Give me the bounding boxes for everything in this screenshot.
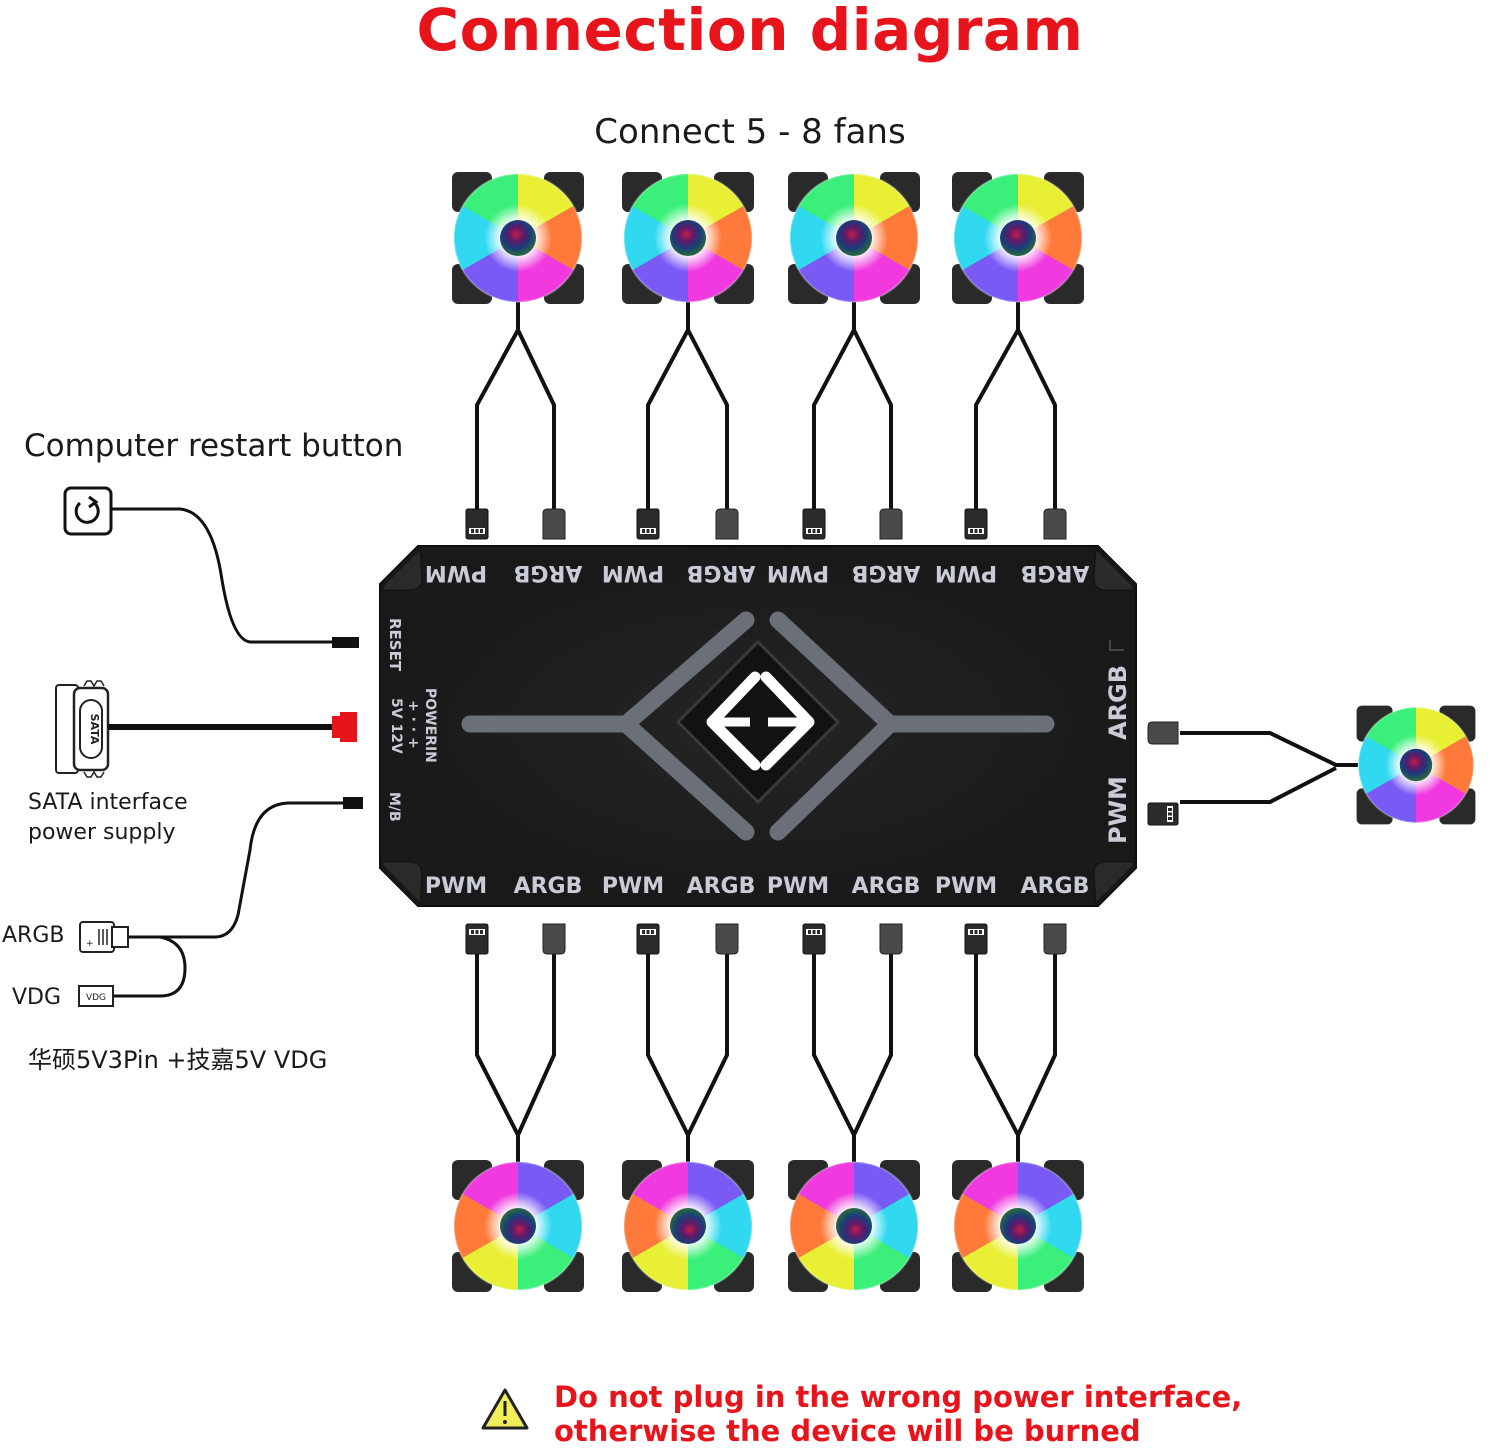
bottom-argb-plug-1 <box>542 923 566 955</box>
top-pwm-plug-3 <box>802 508 826 540</box>
vdg-plug-icon: VDG <box>78 985 114 1007</box>
page-title: Connection diagram <box>416 0 1084 64</box>
right-pwm-cable <box>1180 766 1337 804</box>
fan-count-subtitle: Connect 5 - 8 fans <box>594 112 906 152</box>
fan-hub-controller: RESET POWERIN + · · + 5V 12V M/B ARGB PW… <box>379 545 1137 907</box>
bottom-fan-3-pwm-cable <box>812 952 856 1165</box>
top-pwm-plug-4 <box>964 508 988 540</box>
bottom-port-label-1: PWM <box>425 874 487 899</box>
bottom-argb-plug-4 <box>1043 923 1067 955</box>
motherboard-note: 华硕5V3Pin +技嘉5V VDG <box>28 1046 328 1074</box>
top-fan-1-pwm-cable <box>475 300 520 510</box>
top-fan-4-pwm-cable <box>974 300 1020 510</box>
right-pwm-plug <box>1147 802 1179 826</box>
top-fan-3-argb-cable <box>852 329 893 510</box>
warning-icon <box>481 1388 529 1430</box>
bottom-fan-4-pwm-cable <box>974 952 1020 1165</box>
sata-connector <box>332 712 357 742</box>
right-fan-group <box>1147 704 1477 826</box>
right-pwm-port-label: PWM <box>1104 776 1132 844</box>
warning-line-1: Do not plug in the wrong power interface… <box>554 1380 1243 1414</box>
bottom-fan-1-pwm-cable <box>475 952 520 1165</box>
bottom-fan-3-argb-cable <box>852 952 893 1136</box>
mb-port-label: M/B <box>386 792 402 822</box>
top-port-label-1: PWM <box>425 560 487 585</box>
reset-port-label: RESET <box>386 618 404 672</box>
bottom-argb-plug-2 <box>715 923 739 955</box>
fan-bottom-3 <box>787 1159 921 1293</box>
argb-header-label: ARGB <box>2 923 65 948</box>
top-fan-3-pwm-cable <box>812 300 856 510</box>
argb-plug-icon: + <box>79 921 129 953</box>
bottom-fan-4-argb-cable <box>1016 952 1057 1136</box>
bottom-pwm-plug-2 <box>636 923 660 955</box>
fan-top-2 <box>621 171 755 305</box>
bottom-port-label-7: PWM <box>935 874 997 899</box>
powerin-port-label: POWERIN <box>422 688 438 763</box>
bottom-port-label-4: ARGB <box>687 874 756 899</box>
bottom-fan-2-argb-cable <box>686 952 729 1136</box>
mb-cable <box>126 801 345 939</box>
bottom-port-label-2: ARGB <box>514 874 583 899</box>
top-fan-1-argb-cable <box>516 329 556 510</box>
vdg-header-label: VDG <box>12 985 62 1010</box>
right-argb-port-label: ARGB <box>1104 665 1132 740</box>
reset-connector <box>332 637 359 648</box>
top-pwm-plug-1 <box>465 508 489 540</box>
bottom-port-label-6: ARGB <box>852 874 921 899</box>
reset-cable <box>111 507 340 644</box>
fan-bottom-1 <box>451 1159 585 1293</box>
bottom-port-label-5: PWM <box>767 874 829 899</box>
sata-cable <box>108 724 334 730</box>
fan-top-3 <box>787 171 921 305</box>
fan-top-1 <box>451 171 585 305</box>
vdg-plug-text: VDG <box>86 993 106 1003</box>
fan-right <box>1355 704 1477 826</box>
fan-bottom-2 <box>621 1159 755 1293</box>
restart-button-label: Computer restart button <box>24 428 404 464</box>
top-argb-plug-4 <box>1043 508 1067 540</box>
bottom-fan-2-pwm-cable <box>646 952 690 1165</box>
top-argb-plug-1 <box>542 508 566 540</box>
sata-label-line1: SATA interface <box>28 790 188 815</box>
top-port-label-3: PWM <box>602 560 664 585</box>
top-argb-plug-2 <box>715 508 739 540</box>
bottom-pwm-plug-1 <box>465 923 489 955</box>
right-argb-cable <box>1180 731 1358 767</box>
top-port-label-6: ARGB <box>852 560 921 585</box>
top-fan-4-argb-cable <box>1016 329 1057 510</box>
hub-logo-icon <box>675 639 841 805</box>
fan-bottom-4 <box>951 1159 1085 1293</box>
top-argb-plug-3 <box>879 508 903 540</box>
warning-message: Do not plug in the wrong power interface… <box>554 1380 1242 1448</box>
sata-label-line2: power supply <box>28 820 176 845</box>
right-argb-plug <box>1147 721 1179 745</box>
bottom-argb-plug-3 <box>879 923 903 955</box>
bottom-port-label-8: ARGB <box>1021 874 1090 899</box>
bottom-port-label-3: PWM <box>602 874 664 899</box>
top-fan-2-argb-cable <box>686 329 729 510</box>
bottom-fan-1-argb-cable <box>516 952 556 1136</box>
top-port-label-7: PWM <box>935 560 997 585</box>
svg-text:+: + <box>86 939 94 949</box>
warning-line-2: otherwise the device will be burned <box>554 1414 1141 1448</box>
powerin-volts-label: 5V 12V <box>388 698 404 754</box>
powerin-pins-label: + · · + <box>405 700 421 749</box>
top-port-label-2: ARGB <box>514 560 583 585</box>
sata-plug-text: SATA <box>88 714 101 745</box>
sata-plug-icon: SATA <box>55 680 110 778</box>
top-fan-2-pwm-cable <box>646 300 690 510</box>
restart-button-icon <box>63 486 113 536</box>
top-port-label-5: PWM <box>767 560 829 585</box>
top-pwm-plug-2 <box>636 508 660 540</box>
hub-stripes <box>461 611 1055 841</box>
bottom-pwm-plug-4 <box>964 923 988 955</box>
top-port-label-4: ARGB <box>687 560 756 585</box>
bottom-pwm-plug-3 <box>802 923 826 955</box>
vdg-cable <box>113 935 187 998</box>
top-port-label-8: ARGB <box>1021 560 1090 585</box>
mb-connector <box>343 797 363 809</box>
fan-top-4 <box>951 171 1085 305</box>
